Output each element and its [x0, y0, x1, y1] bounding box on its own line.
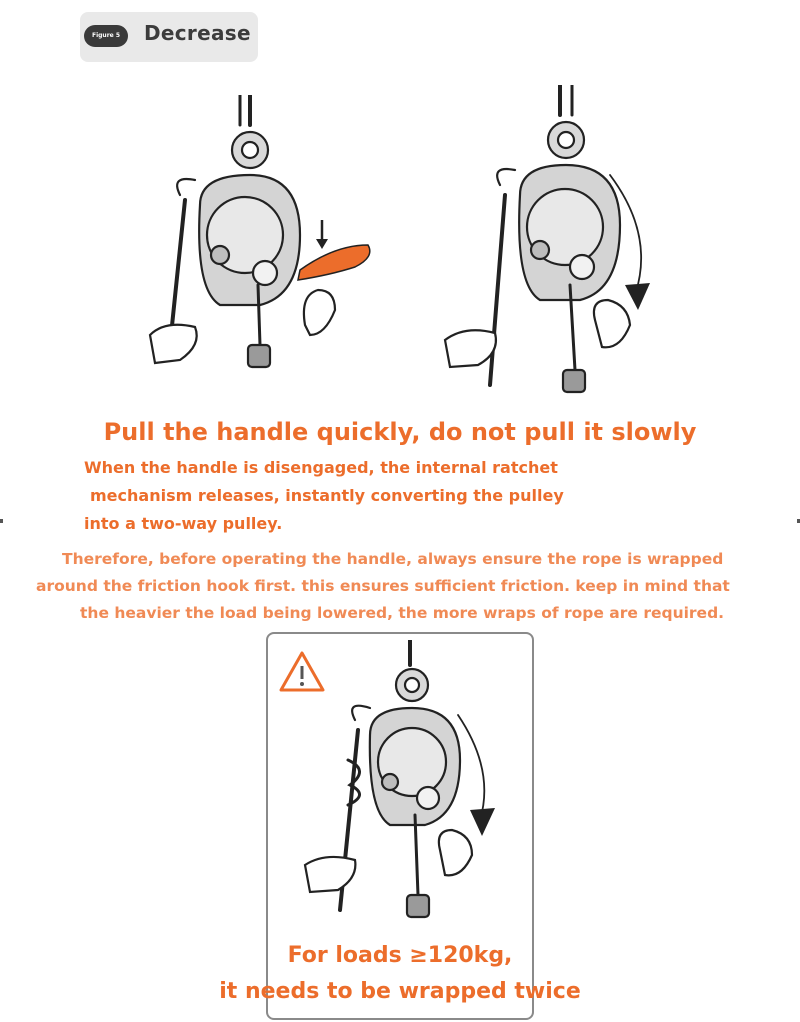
description-paragraph: When the handle is disengaged, the inter… — [84, 454, 684, 538]
warning-line-1: Therefore, before operating the handle, … — [62, 550, 724, 568]
edge-mark-right — [797, 519, 800, 523]
description-line-1: When the handle is disengaged, the inter… — [84, 458, 558, 477]
description-line-3: into a two-way pulley. — [84, 514, 283, 533]
illustration-rope-release — [443, 85, 650, 394]
description-line-2: mechanism releases, instantly converting… — [90, 486, 564, 505]
warning-line-2: around the friction hook first. this ens… — [36, 577, 730, 595]
note-line-1: For loads ≥120kg, — [287, 943, 513, 968]
illustration-wrapped-rope — [303, 640, 495, 919]
warning-note: For loads ≥120kg, it needs to be wrapped… — [200, 938, 600, 1010]
figure-badge: Figure 5 — [84, 25, 128, 47]
note-line-2: it needs to be wrapped twice — [219, 979, 581, 1004]
illustration-handle-pull — [148, 95, 371, 369]
warning-frame — [266, 632, 534, 1020]
section-title: Decrease — [144, 21, 251, 45]
edge-mark-left — [0, 519, 3, 523]
warning-paragraph: Therefore, before operating the handle, … — [30, 546, 790, 627]
warning-line-3: the heavier the load being lowered, the … — [80, 604, 725, 622]
section-tag: Figure 5 Decrease — [80, 12, 258, 62]
main-heading: Pull the handle quickly, do not pull it … — [103, 418, 697, 446]
warning-triangle-icon — [279, 651, 325, 692]
